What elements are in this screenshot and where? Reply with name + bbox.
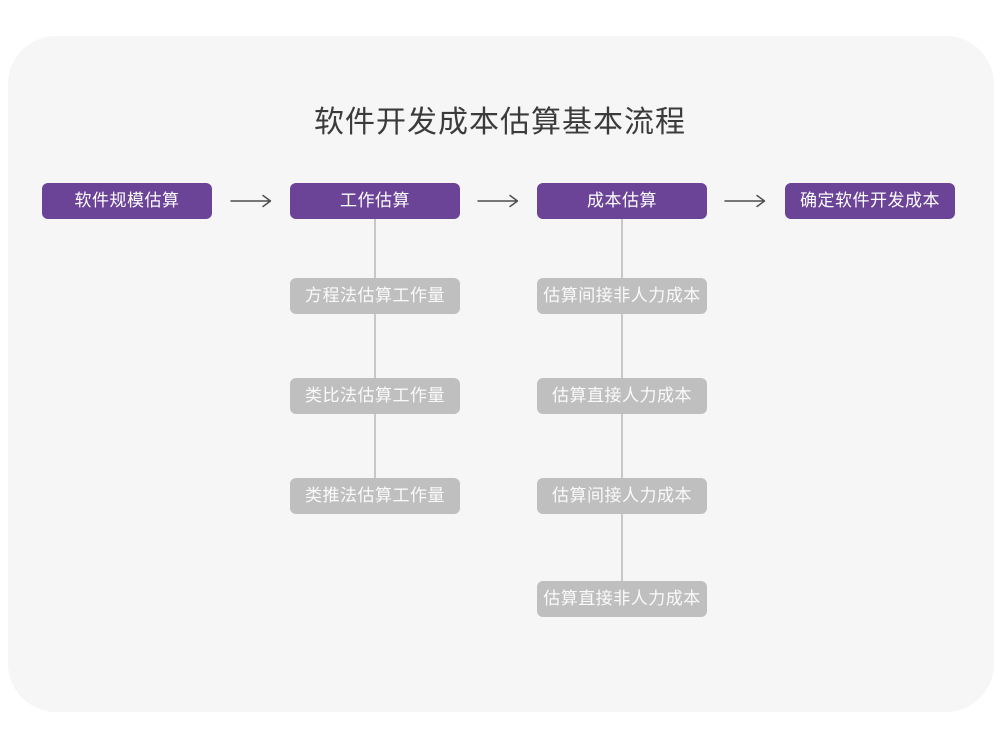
node-determine-dev-cost: 确定软件开发成本 (785, 183, 955, 219)
node-analogy-method-workload: 类比法估算工作量 (290, 378, 460, 414)
node-software-scale-estimation: 软件规模估算 (42, 183, 212, 219)
node-direct-non-labor-cost: 估算直接非人力成本 (537, 581, 707, 617)
node-indirect-labor-cost: 估算间接人力成本 (537, 478, 707, 514)
right-arrow-icon (230, 194, 272, 208)
node-indirect-non-labor-cost: 估算间接非人力成本 (537, 278, 707, 314)
node-direct-labor-cost: 估算直接人力成本 (537, 378, 707, 414)
right-arrow-icon (724, 194, 766, 208)
right-arrow-icon (477, 194, 519, 208)
connector-line-work-branch (374, 219, 376, 496)
node-extrapolation-method-workload: 类推法估算工作量 (290, 478, 460, 514)
node-work-estimation: 工作估算 (290, 183, 460, 219)
diagram-card (8, 36, 994, 712)
node-cost-estimation: 成本估算 (537, 183, 707, 219)
node-equation-method-workload: 方程法估算工作量 (290, 278, 460, 314)
diagram-title: 软件开发成本估算基本流程 (314, 106, 686, 139)
